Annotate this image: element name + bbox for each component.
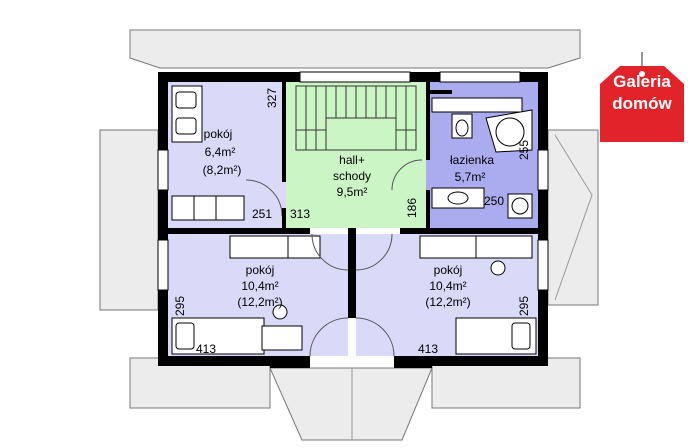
bedroom-sw-area-total: (12,2m²) <box>237 295 282 309</box>
dimension-251: 251 <box>252 207 272 221</box>
dimension-413-right: 413 <box>418 342 438 356</box>
roof-top <box>129 29 581 69</box>
hall-name: hall+ <box>339 153 365 167</box>
dimension-186: 186 <box>405 198 419 218</box>
roof-right <box>547 129 599 306</box>
dimension-295-right: 295 <box>517 296 531 316</box>
dimension-413-left: 413 <box>196 342 216 356</box>
badge-line1: Galeria <box>613 72 671 91</box>
bedroom-se-name: pokój <box>434 263 463 277</box>
bedroom-nw-name: pokój <box>204 127 233 141</box>
dimension-250: 250 <box>484 194 504 208</box>
bedroom-sw-area: 10,4m² <box>241 279 278 293</box>
staircase <box>295 85 417 151</box>
hall-name2: schody <box>333 169 371 183</box>
bedroom-nw-area: 6,4m² <box>205 145 236 159</box>
bedroom-se-area-total: (12,2m²) <box>425 295 470 309</box>
galeria-domow-text: Galeria domów <box>603 71 681 115</box>
roof-bottom-left <box>129 357 271 409</box>
badge-line2: domów <box>612 94 672 113</box>
hall-area: 9,5m² <box>337 185 368 199</box>
roof-left <box>99 129 159 311</box>
dimension-327: 327 <box>265 88 279 108</box>
dimension-295-left: 295 <box>173 296 187 316</box>
dimension-255: 255 <box>517 140 531 160</box>
roof-bottom-right <box>431 357 581 409</box>
bedroom-nw-area-total: (8,2m²) <box>203 163 242 177</box>
bathroom-area: 5,7m² <box>455 170 486 184</box>
windows <box>157 71 549 291</box>
galeria-domow-logo <box>600 52 684 142</box>
bathroom-name: łazienka <box>450 153 494 167</box>
bedroom-sw-name: pokój <box>246 263 275 277</box>
door-swings <box>245 159 423 357</box>
bay-window <box>269 367 433 441</box>
bedroom-se-area: 10,4m² <box>429 279 466 293</box>
furniture <box>171 85 537 355</box>
dimension-313: 313 <box>290 207 310 221</box>
